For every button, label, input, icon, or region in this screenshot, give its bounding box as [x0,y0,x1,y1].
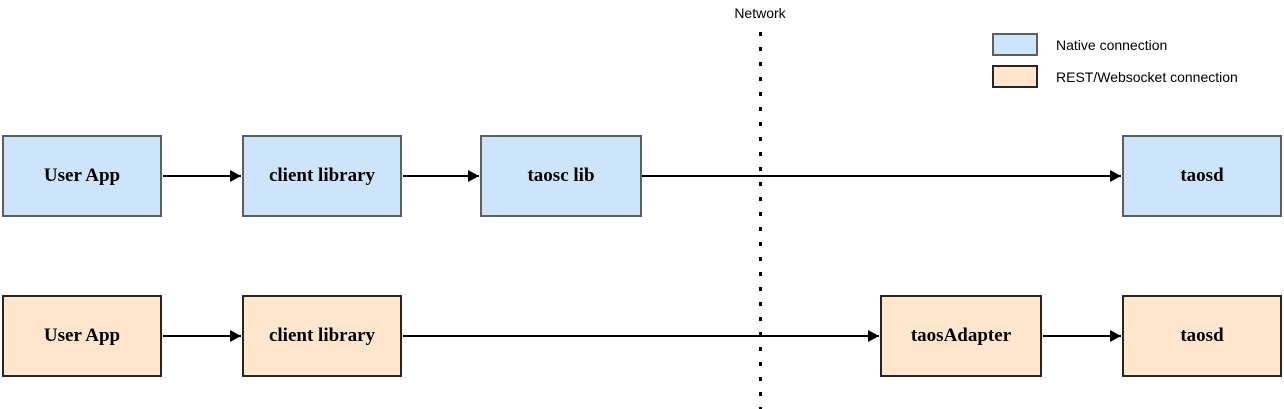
arrow-user-app-to-client-library-rest [163,330,241,342]
arrow-client-library-to-taosc-lib [403,170,479,182]
legend: Native connection REST/Websocket connect… [992,33,1238,97]
node-client-library-rest: client library [242,295,402,377]
node-taosd-rest: taosd [1122,295,1282,377]
legend-item-native: Native connection [992,33,1238,56]
legend-swatch-native-icon [992,33,1038,56]
network-label: Network [734,5,786,21]
node-taosadapter: taosAdapter [880,295,1042,377]
node-taosd-native: taosd [1122,135,1282,217]
node-client-library-native: client library [242,135,402,217]
node-taosc-lib: taosc lib [480,135,642,217]
legend-swatch-rest-icon [992,65,1038,88]
legend-item-rest: REST/Websocket connection [992,65,1238,88]
network-boundary-dotted-line [759,32,762,409]
arrow-client-library-to-taosadapter [403,330,879,342]
node-user-app-native: User App [2,135,162,217]
legend-label-rest: REST/Websocket connection [1056,68,1238,85]
arrow-taosadapter-to-taosd [1043,330,1121,342]
legend-label-native: Native connection [1056,36,1168,53]
node-user-app-rest: User App [2,295,162,377]
arrow-taosc-lib-to-taosd [642,170,1121,182]
arrow-user-app-to-client-library-native [163,170,241,182]
